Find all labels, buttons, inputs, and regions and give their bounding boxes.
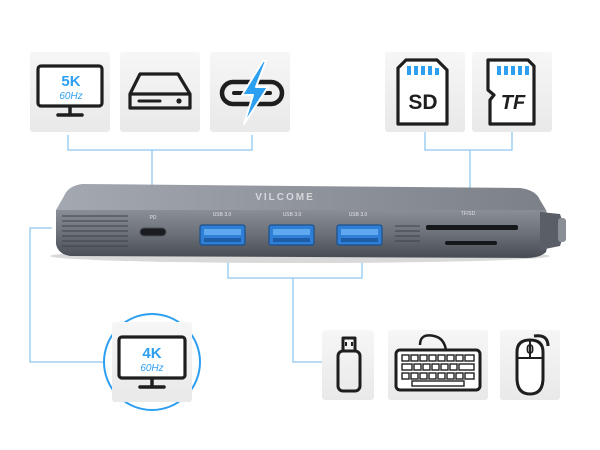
charging-tile (210, 52, 290, 132)
usb-port-3 (336, 224, 383, 246)
tf-card-slot (445, 241, 497, 245)
keyboard-tile (388, 330, 488, 400)
monitor-4k-refresh: 60Hz (140, 363, 163, 374)
hub-top-surface (56, 184, 546, 210)
monitor-icon (36, 64, 104, 117)
tf-card-label: TF (501, 92, 526, 114)
usb-port-2 (268, 224, 315, 246)
mouse-tile (500, 330, 560, 400)
hub-cable-connector (540, 212, 563, 250)
tile-background (120, 52, 200, 132)
port-label-usb-1: USB 3.0 (213, 212, 232, 218)
connector-hdmi (29, 227, 108, 363)
hard-drive-icon (128, 72, 192, 110)
pd-port (139, 227, 167, 237)
sd-card-icon (396, 58, 449, 126)
usb-port-1 (199, 224, 246, 246)
sd-card-label: SD (408, 91, 437, 114)
port-label-usb-2: USB 3.0 (283, 212, 302, 218)
usb-flash-drive-icon (336, 336, 362, 393)
usb-c-charging-icon (219, 60, 285, 125)
monitor-icon (117, 335, 187, 389)
connector-lines (29, 130, 513, 363)
monitor-5k-tile: 5K 60Hz (30, 52, 110, 132)
connector-usb-group (227, 262, 363, 279)
sd-card-slot (426, 225, 518, 230)
hub-cable-connector-tip (558, 218, 566, 242)
keyboard-icon (394, 334, 482, 392)
tf-card-tile: TF (472, 52, 552, 132)
connector-top-right (424, 130, 513, 151)
sd-card-tile: SD (385, 52, 465, 132)
usb-flash-drive-tile (322, 330, 374, 400)
monitor-5k-resolution: 5K (61, 73, 80, 90)
connector-usb-devices (292, 278, 322, 363)
port-label-pd: PD (150, 215, 157, 221)
port-label-usb-3: USB 3.0 (349, 212, 368, 218)
tf-card-icon (486, 58, 536, 126)
hard-drive-tile (120, 52, 200, 132)
usb-c-hub: VILCOME PD USB 3.0 USB 3.0 USB 3.0 TF/SD (50, 184, 566, 263)
port-label-card: TF/SD (461, 211, 476, 217)
connector-top-left (67, 135, 253, 151)
monitor-5k-refresh: 60Hz (59, 91, 82, 102)
monitor-4k-resolution: 4K (142, 345, 161, 362)
hub-side-vents (62, 215, 420, 247)
mouse-icon (515, 334, 550, 396)
hub-brand-logo: VILCOME (255, 192, 315, 203)
monitor-4k-badge: 4K 60Hz (103, 313, 201, 411)
